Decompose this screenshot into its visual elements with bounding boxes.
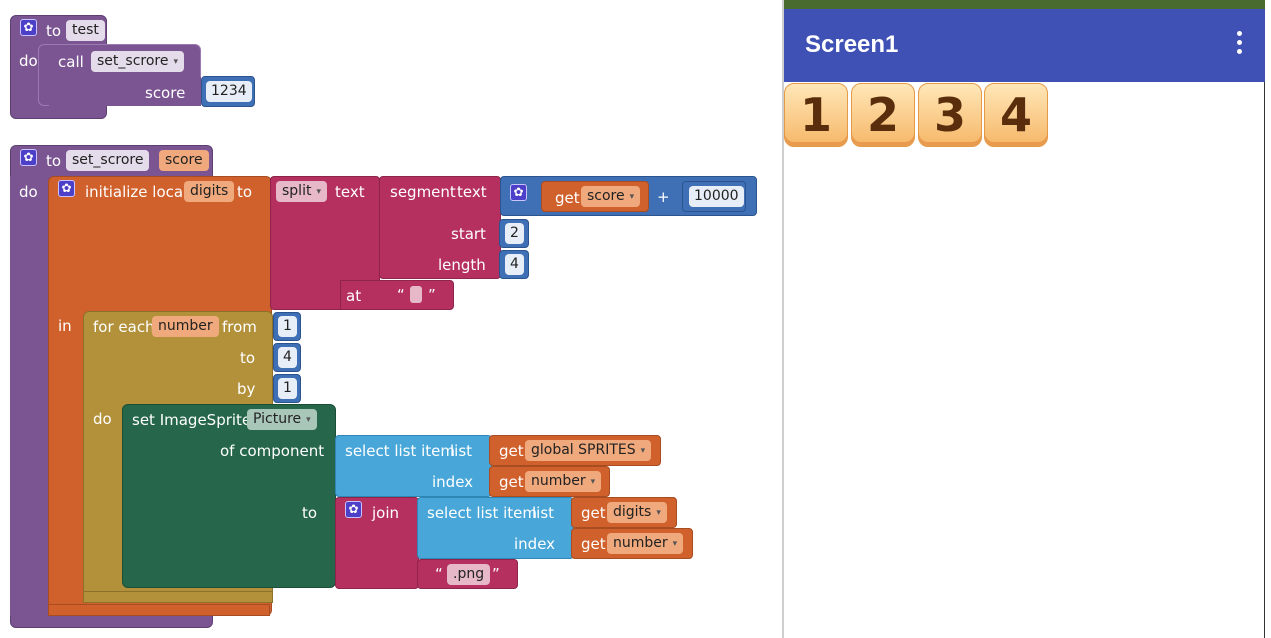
procedure-name-field-2[interactable]: set_scrore — [66, 150, 150, 171]
png-quote-open: “ — [435, 565, 443, 583]
for-each-label: for each — [93, 318, 155, 336]
loop-var-field[interactable]: number — [152, 316, 219, 337]
to-value[interactable]: 4 — [278, 347, 297, 368]
loop-to-label: to — [240, 349, 256, 367]
empty-text-field[interactable] — [410, 286, 422, 303]
png-text-field[interactable]: .png — [447, 564, 491, 585]
by-label: by — [237, 380, 256, 398]
select-list-item-block-2[interactable] — [417, 497, 574, 559]
initialize-local-label: initialize local — [85, 183, 188, 201]
select-list-item-label-2: select list item — [427, 504, 538, 522]
number-var-2: number — [613, 535, 668, 551]
overflow-menu-icon[interactable] — [1235, 31, 1243, 57]
screen-title: Screen1 — [805, 31, 899, 58]
start-label: start — [451, 225, 486, 243]
do-label-2: do — [19, 183, 38, 201]
mutator-gear-icon[interactable]: ✿ — [20, 19, 37, 36]
status-bar — [784, 0, 1265, 9]
length-label: length — [438, 256, 486, 274]
number-var: number — [531, 473, 586, 489]
list-label-2: list — [532, 504, 555, 522]
get-score-var: score — [587, 188, 625, 204]
dropdown-arrow-icon: ▾ — [173, 57, 178, 67]
digits-var-dropdown[interactable]: digits ▾ — [607, 502, 667, 523]
dropdown-arrow-icon-4: ▾ — [306, 415, 311, 425]
dropdown-arrow-icon-8: ▾ — [672, 539, 678, 549]
loop-do-label: do — [93, 410, 112, 428]
addition-gear-icon[interactable]: ✿ — [510, 184, 527, 201]
phone-preview: Screen1 1 2 3 4 — [784, 0, 1265, 638]
from-label: from — [222, 318, 257, 336]
image-sprite-1[interactable]: 1 — [784, 83, 848, 147]
get-number-label: get — [499, 473, 524, 491]
call-target-label: set_scrore — [97, 53, 169, 69]
segment-text-label: text — [457, 183, 487, 201]
select-list-item-block[interactable] — [335, 435, 492, 497]
procedure-name-field[interactable]: test — [66, 20, 105, 41]
list-label: list — [450, 442, 473, 460]
png-quote-close: ” — [492, 565, 500, 583]
property-dropdown[interactable]: Picture ▾ — [247, 409, 317, 430]
global-sprites-var: global SPRITES — [531, 442, 636, 458]
of-component-label: of component — [220, 442, 325, 460]
dropdown-arrow-icon-3: ▾ — [629, 192, 635, 202]
get-label: get — [555, 189, 580, 207]
number-1234-field[interactable]: 1234 — [206, 81, 252, 102]
segment-label: segment — [390, 183, 456, 201]
score-arg-label: score — [145, 84, 186, 102]
image-sprite-3[interactable]: 3 — [918, 83, 982, 147]
set-imagesprite-label: set ImageSprite. — [132, 411, 256, 429]
segment-block[interactable] — [379, 176, 501, 279]
quote-open: “ — [397, 286, 405, 304]
dropdown-arrow-icon-5: ▾ — [640, 446, 646, 456]
get-number-label-2: get — [581, 535, 606, 553]
panel-divider — [782, 0, 784, 638]
mutator-gear-icon-2[interactable]: ✿ — [20, 149, 37, 166]
to-label: to — [46, 22, 62, 40]
index-label-2: index — [514, 535, 556, 553]
join-gear-icon[interactable]: ✿ — [345, 501, 362, 518]
image-sprite-4[interactable]: 4 — [984, 83, 1048, 147]
at-label: at — [346, 287, 362, 305]
split-label: split — [282, 183, 312, 199]
digits-var: digits — [613, 504, 652, 520]
set-imagesprite-block[interactable] — [122, 404, 336, 588]
select-list-item-label: select list item — [345, 442, 456, 460]
in-label: in — [58, 317, 72, 335]
get-score-dropdown[interactable]: score ▾ — [581, 186, 641, 207]
index-label: index — [432, 473, 474, 491]
blocks-workspace[interactable]: ✿ to test do call set_scrore ▾ score 1234… — [0, 0, 782, 638]
number-var-dropdown[interactable]: number ▾ — [525, 471, 602, 492]
split-dropdown[interactable]: split ▾ — [276, 181, 327, 202]
call-target-dropdown[interactable]: set_scrore ▾ — [91, 51, 184, 72]
app-bar: Screen1 — [784, 9, 1265, 82]
quote-close: ” — [428, 286, 436, 304]
dropdown-arrow-icon-6: ▾ — [590, 477, 596, 487]
length-value[interactable]: 4 — [505, 254, 524, 275]
image-sprite-2[interactable]: 2 — [851, 83, 915, 147]
split-text-label: text — [335, 183, 365, 201]
call-label: call — [58, 53, 84, 71]
number-10000-field[interactable]: 10000 — [689, 186, 744, 207]
global-sprites-dropdown[interactable]: global SPRITES ▾ — [525, 440, 652, 461]
get-global-label: get — [499, 442, 524, 460]
plus-label: + — [657, 188, 670, 206]
from-value[interactable]: 1 — [278, 316, 297, 337]
init-gear-icon[interactable]: ✿ — [58, 180, 75, 197]
set-to-label: to — [302, 504, 318, 522]
to-label-2: to — [46, 152, 62, 170]
do-label: do — [19, 52, 38, 70]
property-label: Picture — [253, 411, 302, 427]
param-score-field[interactable]: score — [159, 150, 209, 171]
dropdown-arrow-icon-2: ▾ — [316, 187, 321, 197]
by-value[interactable]: 1 — [278, 378, 297, 399]
join-label: join — [372, 504, 400, 522]
start-value[interactable]: 2 — [505, 223, 524, 244]
init-to-label: to — [237, 183, 253, 201]
number-var-dropdown-2[interactable]: number ▾ — [607, 533, 684, 554]
dropdown-arrow-icon-7: ▾ — [656, 508, 661, 518]
get-digits-label: get — [581, 504, 606, 522]
local-digits-field[interactable]: digits — [184, 181, 235, 202]
